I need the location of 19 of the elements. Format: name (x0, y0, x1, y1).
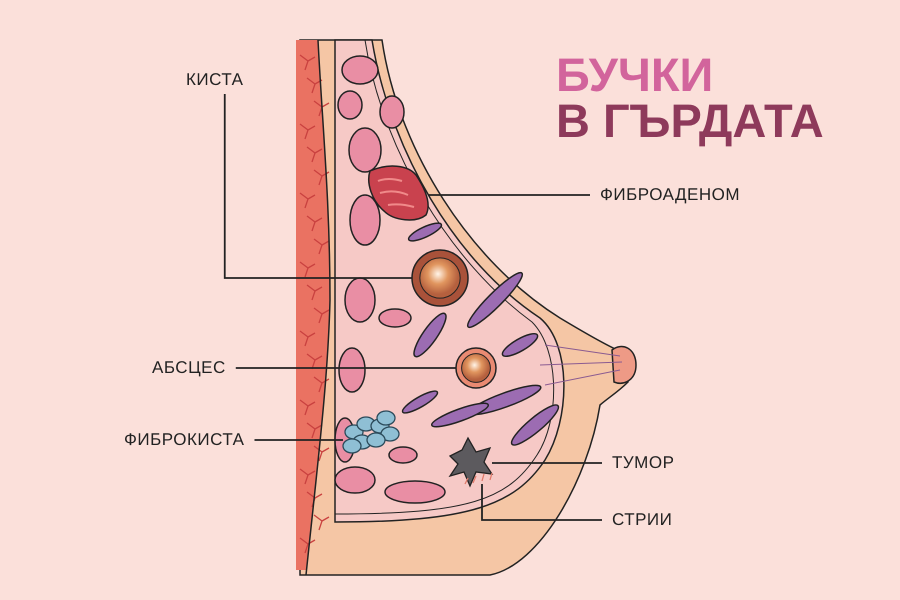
fibroadenoma-drawing (368, 165, 429, 221)
fibrocyst-drawing (342, 410, 400, 454)
part-label: СТРИИ (612, 510, 672, 530)
abscess-drawing (455, 347, 497, 389)
part-label: КИСТА (186, 70, 244, 90)
leader-line (428, 194, 590, 196)
part-label: ФИБРОКИСТА (124, 430, 244, 450)
leader-line (236, 367, 456, 369)
leader-line (492, 462, 602, 464)
part-label: АБСЦЕС (152, 358, 226, 378)
cyst-drawing (411, 249, 469, 307)
stretch-marks-drawing (464, 472, 493, 485)
part-label: ФИБРОАДЕНОМ (600, 185, 740, 205)
leader-line (481, 484, 602, 521)
leader-line (254, 439, 343, 441)
title: БУЧКИ В ГЪРДАТА (556, 52, 824, 144)
tumor-drawing (448, 436, 494, 488)
leader-line (224, 94, 412, 279)
part-label: ТУМОР (612, 453, 674, 473)
